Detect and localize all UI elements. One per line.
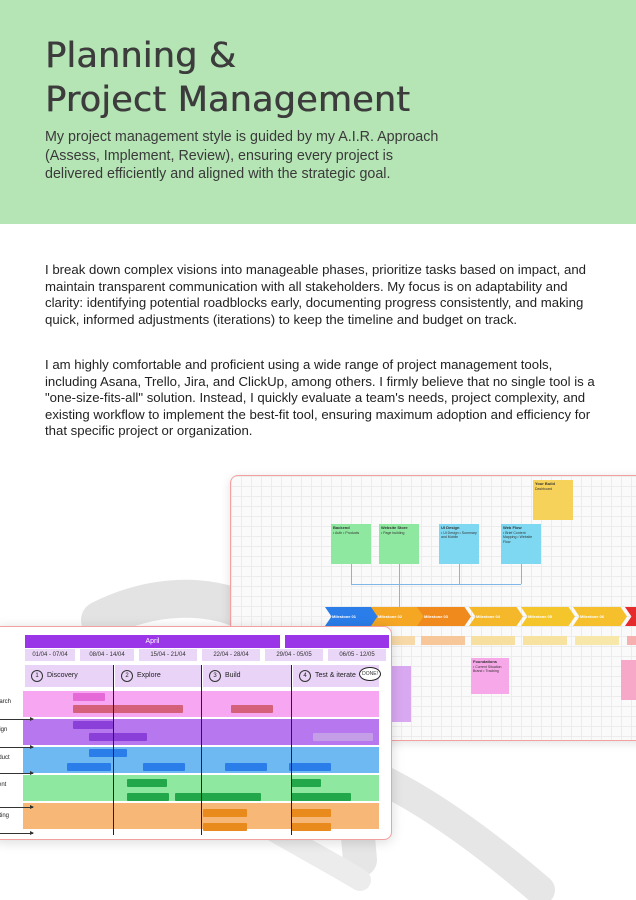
week-header: 06/05 - 12/05 — [328, 649, 386, 661]
task-bar — [291, 779, 321, 787]
task-bar — [89, 733, 147, 741]
planning-board-image: Backend• Auth • Products Website Store• … — [230, 475, 636, 741]
board-connector — [459, 564, 460, 584]
milestone-subbar — [523, 636, 567, 645]
body-paragraph-1: I break down complex visions into manage… — [45, 262, 586, 327]
task-bar — [291, 809, 331, 817]
week-header: 29/04 - 05/05 — [265, 649, 323, 661]
board-note — [391, 666, 411, 722]
phase-divider — [201, 665, 202, 835]
board-note: Web Flow• Brief Content Mapping • Websit… — [501, 524, 541, 564]
task-bar — [67, 763, 111, 771]
task-bar — [127, 793, 169, 801]
task-bar — [127, 779, 167, 787]
lane-arrow-icon — [0, 745, 34, 749]
milestone-chevron: Milestone 05 — [521, 607, 575, 626]
month-header-next — [285, 635, 389, 648]
board-note: Backend• Auth • Products — [331, 524, 371, 564]
week-header: 08/04 - 14/04 — [80, 649, 134, 661]
task-bar — [225, 763, 267, 771]
task-bar — [289, 763, 331, 771]
title-line-1: Planning & — [45, 36, 237, 76]
milestone-subbar — [471, 636, 515, 645]
task-bar — [175, 793, 261, 801]
lane-label: ment — [0, 782, 7, 788]
milestone-chevron: Milestone 01 — [325, 607, 379, 626]
task-bar — [73, 705, 183, 713]
lane-arrow-icon — [0, 717, 34, 721]
page-title: Planning & Project Management — [45, 34, 605, 122]
lane-arrow-icon — [0, 771, 34, 775]
body-paragraph-2: I am highly comfortable and proficient u… — [45, 357, 595, 438]
lane-label: esign — [0, 727, 8, 733]
milestone-subbar — [575, 636, 619, 645]
milestone-chevron: Milestone 04 — [469, 607, 523, 626]
board-note — [621, 660, 636, 700]
board-note: Website Store• Page building — [379, 524, 419, 564]
task-bar — [73, 693, 105, 701]
task-bar — [291, 823, 331, 831]
milestone-chevron: Milestone 02 — [371, 607, 425, 626]
phase-divider — [291, 665, 292, 835]
week-header: 15/04 - 21/04 — [139, 649, 197, 661]
task-bar — [73, 721, 113, 729]
hero-section: Planning & Project Management My project… — [0, 0, 636, 224]
milestone-chevron: Milestone 03 — [417, 607, 471, 626]
week-header: 01/04 - 07/04 — [25, 649, 75, 661]
intro-text: My project management style is guided by… — [45, 129, 439, 182]
gantt-timeline-image: April 01/04 - 07/04 08/04 - 14/04 15/04 … — [0, 626, 392, 840]
milestone-subbar — [371, 636, 415, 645]
phase-divider — [113, 665, 114, 835]
board-connector — [351, 564, 352, 584]
title-line-2: Project Management — [45, 80, 411, 120]
task-bar — [89, 749, 127, 757]
task-bar — [143, 763, 185, 771]
lane-arrow-icon — [0, 831, 34, 835]
lane-label: keting — [0, 813, 10, 819]
task-bar — [313, 733, 373, 741]
milestone-subbar — [627, 636, 636, 645]
task-bar — [203, 809, 247, 817]
board-connector — [399, 564, 400, 607]
lane-label: roduct — [0, 755, 10, 761]
board-note: Foundations• Current Situation Brand • T… — [471, 658, 509, 694]
task-bar — [291, 793, 351, 801]
lane-label: search — [0, 699, 12, 705]
done-badge: DONE! — [359, 667, 381, 681]
task-bar — [231, 705, 273, 713]
milestone-chevron: Milestone 06 — [573, 607, 627, 626]
lane-arrow-icon — [0, 805, 34, 809]
milestone-subbar — [421, 636, 465, 645]
week-header: 22/04 - 28/04 — [202, 649, 260, 661]
board-connector — [351, 584, 521, 585]
board-note: UI Design• UI Design • Summary and Mobil… — [439, 524, 479, 564]
task-bar — [203, 823, 247, 831]
month-header: April — [25, 635, 280, 648]
board-connector — [521, 564, 522, 584]
